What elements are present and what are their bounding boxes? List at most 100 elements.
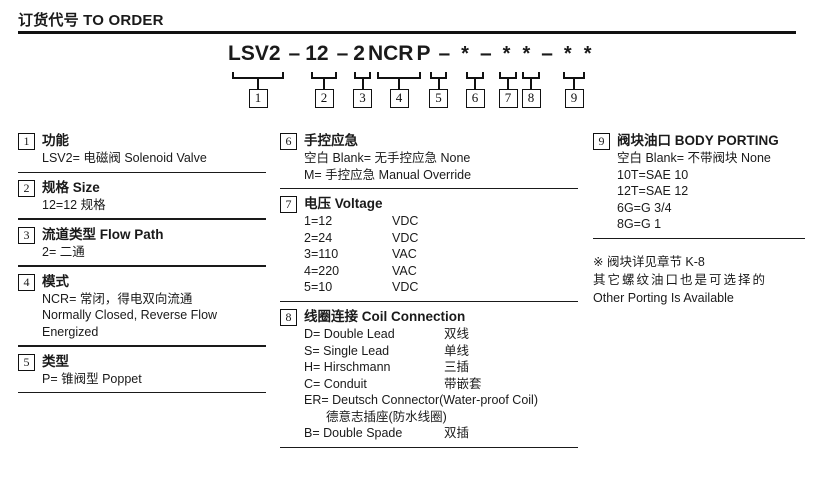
option-line: M= 手控应急 Manual Override [304,167,472,182]
option-row: D= Double Lead 双线 [304,326,578,343]
callout-stem-4 [398,79,400,89]
porting-note-line-2: 其它螺纹油口也是可选择的 [593,272,768,287]
option-entry-number-5: 5 [18,353,35,371]
callout-bracket-7 [499,72,517,79]
option-entry-title: 电压 Voltage [304,196,383,212]
option-entry-divider [18,265,266,267]
callout-number-2: 2 [314,89,334,108]
callout-bracket-3 [354,72,371,79]
option-entry-number-4: 4 [18,273,35,291]
model-code-token-13: * [563,43,572,65]
callout-bracket-8 [522,72,540,79]
option-code: 2=24 [304,230,333,245]
callout-bracket-6 [466,72,484,79]
header-divider [18,31,796,34]
option-entry-title: 阀块油口 BODY PORTING [617,133,779,148]
callout-stem-3 [361,79,364,89]
option-entry-divider [18,345,266,347]
option-entry-body: 2= 二通 [42,244,266,261]
callout-bracket-4 [377,72,421,79]
option-code: 3=110 [304,247,339,262]
option-line: 12T=SAE 12 [617,184,689,198]
option-entry-number-3: 3 [18,226,35,244]
callout-stem-7 [507,79,509,89]
model-code-token-14: * [583,43,592,65]
option-entry-divider [18,392,266,394]
option-line: LSV2= 电磁阀 Solenoid Valve [42,151,207,165]
option-entry-header: 5 类型 [18,353,266,371]
callout-number-6: 6 [465,89,485,108]
option-line: Energized [42,324,99,339]
option-entry-divider [18,171,266,173]
model-code-token-5: NCR [367,42,414,65]
option-code: 1=12 [304,214,333,229]
option-entry-header: 9 阀块油口 BODY PORTING [593,132,805,150]
callout-stem-5 [437,79,440,89]
option-entry-divider [280,188,578,190]
page-title: 订货代号 TO ORDER [18,12,164,29]
option-entry-5: 5 类型 P= 锥阀型 Poppet [18,353,266,393]
option-line: 空白 Blank= 无手控应急 None [304,151,471,165]
model-code-token-4: 2 [353,42,365,65]
option-code: C= Conduit [304,376,367,391]
callout-bracket-1 [232,72,284,79]
option-line: 空白 Blank= 不带阀块 None [617,151,771,165]
option-entry-header: 7 电压 Voltage [280,195,578,214]
option-line: Normally Closed, Reverse Flow [42,308,218,323]
option-entry-number-9: 9 [593,133,610,150]
porting-note-line-3: Other Porting Is Available [593,290,734,305]
option-code: D= Double Lead [304,327,395,342]
option-entry-body: 空白 Blank= 无手控应急 None M= 手控应急 Manual Overr… [304,150,578,183]
option-entry-divider [280,446,578,449]
option-code: S= Single Lead [304,343,390,358]
option-entry-title: 类型 [42,353,69,369]
callout-bracket-5 [430,72,447,79]
option-entry-divider [18,218,266,220]
option-entry-title: 流道类型 Flow Path [42,226,164,242]
model-code-token-0: LSV2 [228,42,281,65]
option-entry-number-6: 6 [280,133,297,150]
callout-stem-9 [573,79,575,89]
option-entry-body: LSV2= 电磁阀 Solenoid Valve [42,150,266,167]
model-code-token-3: – [336,42,349,65]
option-line: 8G=G 1 [617,217,662,231]
option-entry-title: 规格 Size [42,179,100,195]
option-value: 双线 [444,327,470,342]
option-entry-number-7: 7 [280,196,297,214]
option-code: 4=220 [304,263,340,278]
option-entry-3: 3 流道类型 Flow Path 2= 二通 [18,226,266,266]
option-value: 双插 [444,426,470,441]
option-line: P= 锥阀型 Poppet [42,371,142,386]
model-code-token-12: – [541,42,553,65]
callout-number-9: 9 [564,89,584,108]
callout-bracket-9 [563,72,585,79]
option-code: 5=10 [304,280,333,295]
option-line: 德意志插座(防水线圈) [326,409,447,424]
option-entry-title: 模式 [42,273,69,289]
callout-bracket-2 [311,72,337,79]
option-value: 带嵌套 [444,376,482,391]
callout-number-4: 4 [389,89,409,108]
callout-stem-6 [474,79,476,89]
option-value: VAC [392,263,417,278]
option-entry-number-2: 2 [18,179,35,197]
callout-stem-2 [323,79,325,89]
option-code: H= Hirschmann [304,360,391,375]
option-entry-title: 功能 [42,133,69,148]
